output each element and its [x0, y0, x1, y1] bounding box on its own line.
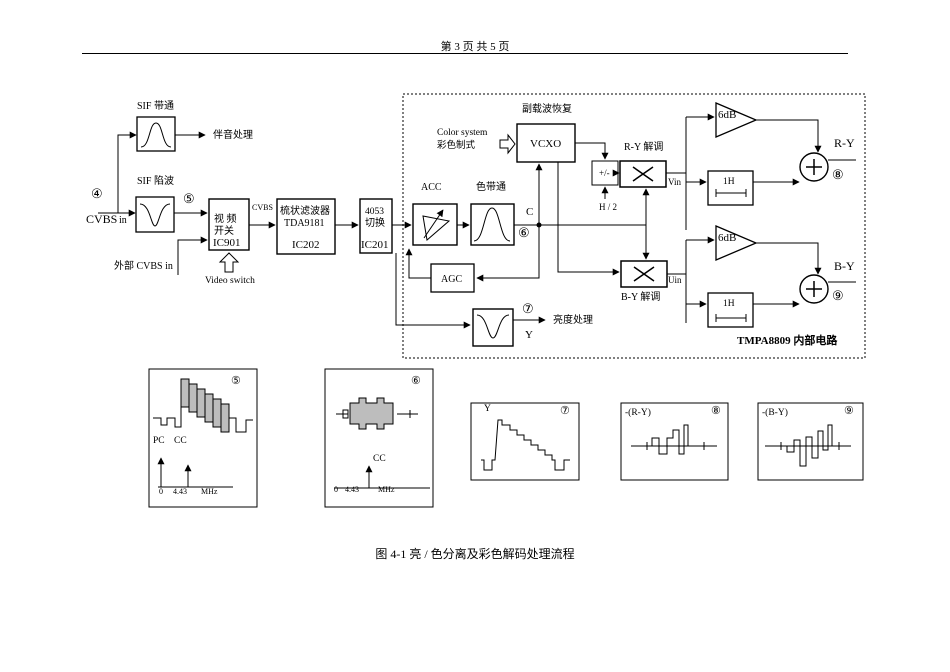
cvbs-in-label: CVBS: [86, 212, 117, 226]
waveform-panel-5: ⑤ PC CC 0 4.43 MHz: [148, 368, 258, 508]
pm-label: +/-: [599, 168, 610, 178]
cvbs-in-sub: in: [119, 215, 127, 226]
ry-1h-label: 1H: [723, 177, 735, 187]
vs-ic: IC901: [213, 237, 241, 249]
input-number: ④: [91, 186, 103, 201]
waveform-panel-7: ⑦ Y: [470, 402, 580, 481]
ry-demodulator-box: [619, 160, 667, 188]
switch-4053-box: [359, 198, 393, 254]
vs-line1: 视 频: [214, 212, 237, 225]
page-header: 第 3 页 共 5 页: [440, 41, 510, 53]
ry-1h-delay: [707, 170, 754, 206]
sw-ic: IC201: [361, 239, 389, 251]
by-out-label: B-Y: [834, 259, 855, 273]
ext-cvbs-label: 外部 CVBS in: [114, 259, 173, 272]
sif-trap-label: SIF 陷波: [137, 174, 174, 187]
w8-number: ⑧: [711, 405, 721, 417]
tmpa-label: TMPA8809 内部电路: [737, 333, 838, 347]
comb-filter-box: [276, 198, 336, 255]
node9-number: ⑨: [832, 288, 844, 303]
by-1h-delay: [707, 292, 754, 328]
waveform-panel-9: ⑨ -(B-Y): [757, 402, 864, 481]
node8-number: ⑧: [832, 167, 844, 182]
bandpass-curve: [140, 122, 172, 148]
vin-label: Vin: [668, 177, 681, 187]
color-system-line2: 彩色制式: [437, 139, 476, 151]
w5-number: ⑤: [231, 375, 241, 387]
w7-number: ⑦: [560, 405, 570, 417]
by-adder: [799, 274, 829, 304]
chroma-bp-label: 色带通: [476, 180, 506, 193]
w8-label: -(R-Y): [625, 407, 651, 418]
waveform-panel-8: ⑧ -(R-Y): [620, 402, 729, 481]
sif-bandpass-box: [136, 116, 176, 152]
node7-number: ⑦: [522, 301, 534, 316]
w6-cc: CC: [373, 454, 386, 464]
sc-recovery-label: 副载波恢复: [522, 102, 572, 115]
ry-demod-label: R-Y 解调: [624, 140, 663, 153]
trap-curve: [139, 203, 171, 227]
w9-number: ⑨: [844, 405, 854, 417]
header-rule: [82, 53, 848, 54]
by-demod-label: B-Y 解调: [621, 290, 660, 303]
acc-amp-symbol: [422, 215, 451, 241]
c-label: C: [526, 206, 533, 218]
w5-cc: CC: [174, 436, 187, 446]
agc-label: AGC: [441, 274, 462, 285]
tmpa-boundary: [402, 93, 866, 359]
w9-label: -(B-Y): [762, 407, 788, 418]
w5-443: 4.43: [173, 487, 187, 496]
w6-mhz: MHz: [378, 485, 395, 494]
figure-caption: 图 4-1 亮 / 色分离及彩色解码处理流程: [375, 547, 575, 561]
color-system-arrow: [499, 133, 516, 155]
luma-trap-box: [472, 308, 514, 347]
node5-number: ⑤: [183, 191, 195, 206]
h2-label: H / 2: [599, 202, 617, 212]
color-system-line1: Color system: [437, 128, 488, 138]
luma-proc-label: 亮度处理: [553, 313, 593, 326]
waveform-panel-6: ⑥ CC 0 4.43 MHz: [324, 368, 434, 508]
w5-zero: 0: [159, 487, 163, 496]
sif-bandpass-label: SIF 带通: [137, 100, 174, 112]
by-1h-label: 1H: [723, 299, 735, 309]
comb-line2: TDA9181: [284, 218, 325, 229]
audio-proc-label: 伴音处理: [213, 128, 253, 141]
sw-line1: 4053: [365, 207, 384, 217]
w6-zero: 0: [334, 485, 338, 494]
video-switch-label: Video switch: [205, 276, 255, 286]
comb-line1: 梳状滤波器: [280, 204, 330, 217]
by-db-label: 6dB: [718, 232, 736, 244]
by-6db-amp: [715, 225, 758, 261]
w5-mhz: MHz: [201, 487, 218, 496]
ry-6db-amp: [715, 102, 758, 138]
y-label: Y: [525, 329, 533, 341]
vs-line2: 开关: [214, 224, 234, 237]
node6-number: ⑥: [518, 225, 530, 240]
sif-trap-box: [135, 196, 175, 233]
w6-443: 4.43: [345, 485, 359, 494]
uin-label: Uin: [668, 275, 682, 285]
ry-adder: [799, 152, 829, 182]
comb-ic: IC202: [292, 239, 320, 251]
w7-y: Y: [484, 404, 491, 414]
w6-number: ⑥: [411, 375, 421, 387]
ry-db-label: 6dB: [718, 109, 736, 121]
vcxo-label: VCXO: [530, 138, 561, 150]
cvbs-mid-label: CVBS: [252, 203, 273, 212]
sw-line2: 切换: [365, 216, 385, 229]
acc-box: [412, 203, 458, 246]
w5-pc: PC: [153, 436, 165, 446]
ry-out-label: R-Y: [834, 136, 855, 150]
video-switch-arrow: [218, 252, 240, 273]
acc-label: ACC: [421, 182, 442, 193]
